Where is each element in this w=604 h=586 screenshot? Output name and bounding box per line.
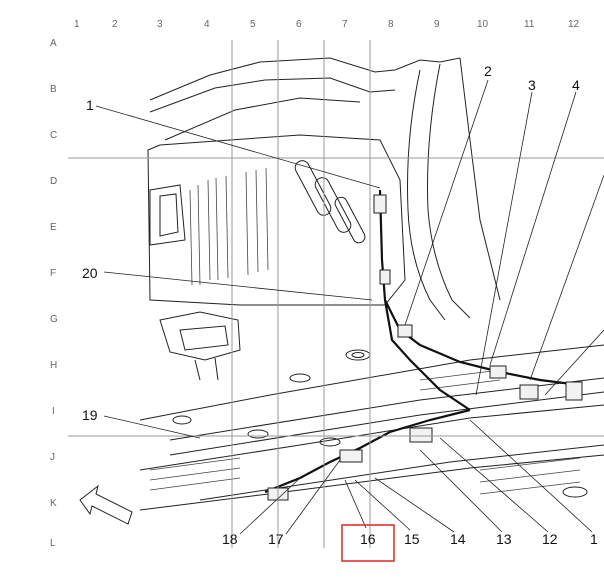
grid-column-labels: 1 2 3 4 5 6 7 8 9 10 11 12	[74, 19, 580, 30]
harness-connectors	[267, 194, 583, 501]
floor-ribs	[149, 369, 581, 495]
callout-15: 15	[404, 531, 420, 547]
callout-3: 3	[528, 77, 536, 93]
grid-lines	[68, 40, 604, 548]
grid-col-9: 9	[434, 19, 440, 30]
callout-12: 12	[542, 531, 558, 547]
seat-mount-bracket	[159, 311, 241, 381]
callout-2: 2	[484, 63, 492, 79]
grid-col-10: 10	[477, 19, 489, 30]
callout-1-bottom: 1	[590, 531, 598, 547]
grid-col-11: 11	[524, 19, 535, 30]
left-bracket	[149, 184, 186, 246]
inner-side-panel	[147, 134, 406, 306]
grid-col-2: 2	[112, 19, 118, 30]
grid-col-3: 3	[157, 19, 163, 30]
grid-col-6: 6	[296, 19, 302, 30]
panel-slots	[294, 160, 366, 244]
grid-row-e: E	[50, 222, 57, 233]
callout-18: 18	[222, 531, 238, 547]
upper-frame-rail	[149, 57, 461, 141]
grid-row-i: I	[52, 406, 55, 417]
grid-row-labels: A B C D E F G H I J K L	[50, 38, 58, 549]
floor-plugs	[172, 349, 588, 498]
callouts: 1 2 3 4 20 19 18 17 16 15 14 13 12 1	[82, 63, 598, 547]
grid-col-4: 4	[204, 19, 210, 30]
grid-row-a: A	[50, 38, 57, 49]
grid-row-f: F	[50, 268, 56, 279]
callout-14: 14	[450, 531, 466, 547]
grid-row-b: B	[50, 84, 57, 95]
grid-row-c: C	[50, 130, 57, 141]
panel-ribs	[189, 167, 269, 286]
grid-row-l: L	[50, 538, 56, 549]
wiring-harness	[264, 189, 581, 494]
grid-col-8: 8	[388, 19, 394, 30]
grid-row-k: K	[50, 498, 57, 509]
callout-1: 1	[86, 97, 94, 113]
floor-cross-member	[169, 377, 604, 501]
grid-row-g: G	[50, 314, 58, 325]
grid-col-7: 7	[342, 19, 348, 30]
rear-pillar	[407, 57, 501, 321]
callout-4: 4	[572, 77, 580, 93]
grid-row-j: J	[50, 452, 55, 463]
grid-col-1: 1	[74, 19, 80, 30]
highlight-box	[341, 524, 395, 562]
grid-col-5: 5	[250, 19, 256, 30]
callout-leaders	[95, 79, 604, 535]
callout-17: 17	[268, 531, 284, 547]
grid-row-h: H	[50, 360, 57, 371]
floor-pan	[139, 344, 604, 511]
callout-20: 20	[82, 265, 98, 281]
grid-col-12: 12	[568, 19, 580, 30]
grid-row-d: D	[50, 176, 57, 187]
callout-16: 16	[360, 531, 376, 547]
callout-13: 13	[496, 531, 512, 547]
forward-arrow-icon	[79, 484, 133, 525]
callout-19: 19	[82, 407, 98, 423]
